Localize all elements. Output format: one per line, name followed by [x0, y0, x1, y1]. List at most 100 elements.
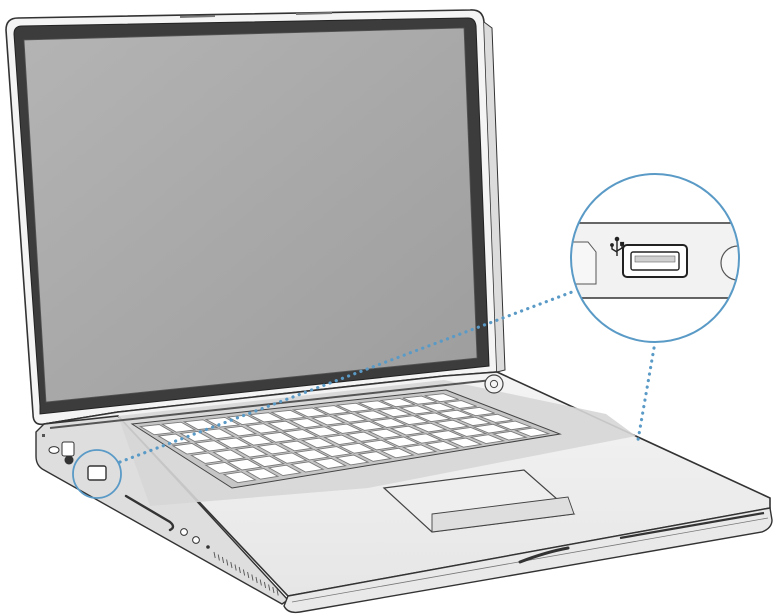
- keyboard-key: [249, 455, 286, 468]
- keyboard-key: [237, 434, 275, 446]
- keyboard-key: [201, 428, 236, 440]
- keyboard-keys: [139, 393, 551, 484]
- keyboard-key: [434, 419, 470, 430]
- keyboard-key: [491, 430, 528, 441]
- keyboard-key: [310, 415, 346, 426]
- keyboard-key: [469, 434, 506, 445]
- lid-right-edge: [483, 21, 506, 373]
- mic-port: [206, 545, 210, 549]
- vent-slit: [263, 581, 267, 589]
- keyboard-key: [402, 444, 438, 455]
- keyboard-key: [367, 428, 403, 439]
- keyboard-key: [215, 437, 252, 449]
- keyboard-key: [266, 420, 302, 431]
- keyboard-key: [405, 433, 443, 444]
- optical-drive-slot: [619, 511, 765, 540]
- keyboard-key: [182, 419, 219, 431]
- zoom-adjacent-port: [571, 241, 597, 285]
- vent-slit: [251, 574, 254, 581]
- zoom-adjacent-socket: [720, 245, 739, 281]
- vent-slit: [247, 571, 250, 579]
- keyboard-key: [334, 454, 370, 466]
- keyboard-key: [436, 409, 475, 420]
- keyboard-key: [345, 431, 381, 442]
- vent-slit: [230, 561, 233, 569]
- keyboard-key: [160, 421, 197, 433]
- keyboard-key: [424, 441, 460, 452]
- keyboard-key: [360, 439, 398, 451]
- keyboard-key: [204, 416, 241, 428]
- keyboard-key: [494, 420, 533, 431]
- keyboard-key: [139, 424, 175, 436]
- zoom-top-edge: [571, 174, 739, 223]
- firewire-port: [64, 455, 74, 465]
- keyboard-key: [289, 461, 325, 473]
- keyboard-key: [332, 412, 368, 423]
- keyboard-key: [313, 405, 351, 415]
- left-side-ports: [42, 434, 279, 596]
- keyboard-key: [478, 413, 513, 423]
- lid-top-notch: [295, 12, 333, 15]
- keyboard-key: [456, 416, 493, 427]
- keyboard-key: [460, 406, 495, 417]
- keyboard-key: [422, 402, 455, 412]
- keyboard-key: [424, 393, 459, 403]
- keyboard-key: [411, 422, 448, 433]
- keyboard-key: [157, 433, 191, 445]
- callout-leader-upper: [118, 290, 574, 464]
- keyboard-key: [472, 423, 510, 434]
- usb-port-tongue: [634, 255, 676, 263]
- keyboard-key: [389, 425, 425, 436]
- front-latch: [518, 546, 570, 564]
- laptop-lid: [5, 9, 506, 426]
- keyboard-key: [293, 449, 331, 461]
- keyboard-key: [376, 407, 413, 418]
- zoom-circle: [570, 173, 740, 343]
- vent-slit: [213, 551, 216, 559]
- vent-slit: [255, 576, 258, 584]
- power-button[interactable]: [484, 374, 504, 394]
- vent-slit: [221, 556, 225, 564]
- keyboard-key: [449, 426, 488, 437]
- keyboard-key: [288, 418, 324, 429]
- expresscard-slot: [124, 494, 175, 532]
- vent-slit: [234, 564, 237, 571]
- lid-top-notch: [179, 15, 216, 18]
- power-port: [48, 446, 60, 454]
- keyboard-key: [204, 461, 241, 474]
- keyboard-key: [222, 471, 257, 484]
- ethernet-port: [61, 441, 75, 457]
- keyboard-key: [357, 400, 395, 410]
- keyboard-key: [271, 452, 308, 464]
- vent-slit: [268, 584, 271, 591]
- keyboard-key: [278, 440, 314, 452]
- vent-slit: [242, 569, 246, 576]
- keyboard-key: [514, 427, 551, 437]
- keyboard-key: [248, 412, 285, 423]
- base-front-seam: [291, 517, 769, 603]
- keyboard-key: [348, 420, 386, 431]
- usb-port-left: [87, 465, 107, 481]
- keyboard-key: [392, 415, 430, 426]
- keyboard-key: [223, 425, 258, 437]
- keyboard-key: [260, 431, 297, 443]
- keyboard-key: [245, 423, 280, 434]
- keyboard-key: [189, 452, 224, 464]
- keyboard-key: [398, 405, 435, 415]
- keyboard-key: [379, 447, 415, 459]
- keyboard-key: [446, 437, 483, 448]
- usb-port-callout: [72, 173, 740, 499]
- keyboard-key: [300, 437, 336, 449]
- keyboard-key: [379, 397, 415, 408]
- keyboard-key: [444, 400, 477, 409]
- usb-symbol-icon: [610, 236, 625, 256]
- keyboard-key: [193, 440, 230, 452]
- vent-slit: [226, 559, 229, 566]
- trackpad-button[interactable]: [431, 496, 575, 533]
- keyboard-key: [304, 426, 341, 437]
- keyboard-key: [338, 442, 376, 454]
- keyboard-key: [382, 436, 420, 447]
- power-icon: [489, 379, 499, 389]
- vent-slit: [217, 554, 220, 561]
